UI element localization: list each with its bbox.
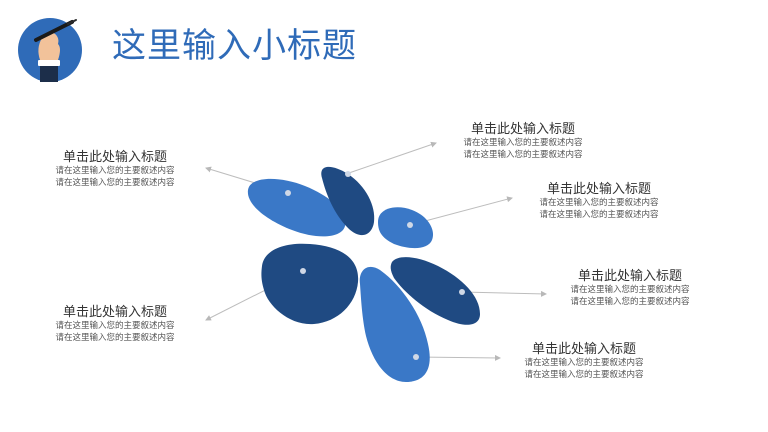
item-desc: 请在这里输入您的主要叙述内容	[55, 166, 175, 176]
anchor-dot-6	[413, 354, 419, 360]
petal-4	[261, 243, 359, 325]
item-title: 单击此处输入标题	[62, 150, 167, 165]
item-desc: 请在这里输入您的主要叙述内容	[463, 149, 583, 160]
item-desc: 请在这里输入您的主要叙述内容	[55, 177, 175, 188]
item-desc: 请在这里输入您的主要叙述内容	[570, 296, 690, 307]
connector-6	[415, 354, 501, 361]
item-desc: 请在这里输入您的主要叙述内容	[539, 198, 659, 208]
item-bottom-left: 单击此处输入标题 请在这里输入您的主要叙述内容 请在这里输入您的主要叙述内容	[35, 305, 195, 344]
anchor-dots	[285, 171, 465, 360]
item-desc: 请在这里输入您的主要叙述内容	[524, 369, 644, 380]
item-top-left: 单击此处输入标题 请在这里输入您的主要叙述内容 请在这里输入您的主要叙述内容	[35, 150, 195, 189]
connector-5	[461, 290, 547, 297]
petal-6	[359, 266, 430, 382]
item-desc: 请在这里输入您的主要叙述内容	[524, 358, 644, 368]
item-desc: 请在这里输入您的主要叙述内容	[55, 332, 175, 343]
item-title: 单击此处输入标题	[62, 305, 167, 320]
item-mid-right: 单击此处输入标题 请在这里输入您的主要叙述内容 请在这里输入您的主要叙述内容	[519, 182, 679, 221]
anchor-dot-3	[407, 222, 413, 228]
page-title: 这里输入小标题	[112, 26, 357, 66]
item-bottom-right: 单击此处输入标题 请在这里输入您的主要叙述内容 请在这里输入您的主要叙述内容	[504, 342, 664, 381]
item-title: 单击此处输入标题	[546, 182, 651, 197]
petal-5	[390, 257, 480, 325]
item-desc: 请在这里输入您的主要叙述内容	[539, 209, 659, 220]
item-title: 单击此处输入标题	[577, 269, 682, 284]
item-desc: 请在这里输入您的主要叙述内容	[570, 285, 690, 295]
petal-1	[247, 178, 346, 237]
item-title: 单击此处输入标题	[470, 122, 575, 137]
item-desc: 请在这里输入您的主要叙述内容	[463, 138, 583, 148]
anchor-dot-2	[345, 171, 351, 177]
hand-holding-pen-icon	[18, 18, 82, 82]
petal-2	[321, 166, 375, 236]
item-title: 单击此处输入标题	[531, 342, 636, 357]
anchor-dot-1	[285, 190, 291, 196]
item-desc: 请在这里输入您的主要叙述内容	[55, 321, 175, 331]
connector-2	[345, 141, 437, 175]
anchor-dot-5	[459, 289, 465, 295]
item-lower-right: 单击此处输入标题 请在这里输入您的主要叙述内容 请在这里输入您的主要叙述内容	[550, 269, 710, 308]
petal-3	[378, 207, 434, 249]
anchor-dot-4	[300, 268, 306, 274]
item-top-right: 单击此处输入标题 请在这里输入您的主要叙述内容 请在这里输入您的主要叙述内容	[443, 122, 603, 161]
